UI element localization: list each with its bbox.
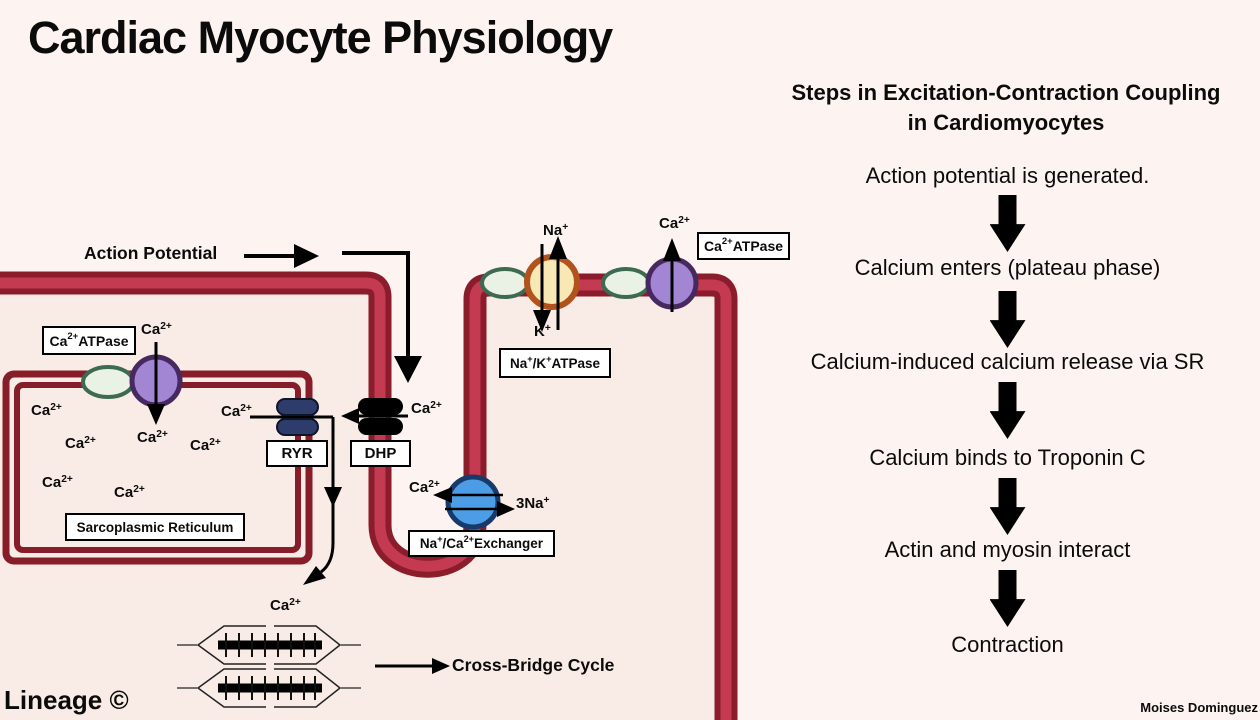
action-potential-label: Action Potential <box>84 243 218 263</box>
na-ion-label: Na+ <box>543 222 569 239</box>
page-title: Cardiac Myocyte Physiology <box>28 12 613 63</box>
down-arrow-icon <box>989 291 1026 348</box>
ca-ion-label: Ca2+ <box>270 597 301 614</box>
ca-ion-label: Ca2+ <box>659 215 690 232</box>
ca-ion-label: Ca2+ <box>31 402 62 419</box>
ryr-channel <box>276 398 319 436</box>
down-arrow-icon <box>989 195 1026 252</box>
ca-ion-label: Ca2+ <box>190 437 221 454</box>
dhp-box: DHP <box>350 440 411 467</box>
na-ca-exchanger <box>445 474 501 530</box>
flow-step-6: Contraction <box>951 632 1064 657</box>
flow-heading: Steps in Excitation-Contraction Coupling… <box>791 80 1221 135</box>
ca-ion-label: Ca2+ <box>221 403 252 420</box>
lineage-brand: Lineage © <box>4 685 129 715</box>
ca-ion-label: Ca2+ <box>409 479 440 496</box>
cross-bridge-cycle-label: Cross-Bridge Cycle <box>452 655 615 675</box>
flow-step-5: Actin and myosin interact <box>884 537 1131 562</box>
dhp-channel <box>358 398 403 435</box>
nak-atpase-box: Na+/K+ ATPase <box>499 348 611 378</box>
ca-ion-label: Ca2+ <box>114 484 145 501</box>
flow-panel: Steps in Excitation-Contraction Coupling… <box>760 0 1255 720</box>
flux-arrows <box>147 236 681 674</box>
nak-atpase-pump <box>480 254 651 310</box>
ca-ion-label: Ca2+ <box>141 321 172 338</box>
ca-ion-label: Ca2+ <box>411 400 442 417</box>
sarcomere-2 <box>177 668 361 708</box>
down-arrow-icon <box>989 382 1026 439</box>
flow-step-2: Calcium enters (plateau phase) <box>854 255 1161 280</box>
sarcomere-1 <box>177 625 361 665</box>
k-ion-label: K+ <box>534 323 551 340</box>
flow-step-4: Calcium binds to Troponin C <box>869 445 1146 470</box>
ryr-box: RYR <box>266 440 328 467</box>
ca-ion-label: Ca2+ <box>65 435 96 452</box>
ca-ion-label: Ca2+ <box>42 474 73 491</box>
sarcomere-filaments <box>177 625 361 708</box>
author-credit: Moises Dominguez <box>1140 700 1258 715</box>
flow-step-3: Calcium-induced calcium release via SR <box>810 349 1205 374</box>
na3-ion-label: 3Na+ <box>516 495 550 512</box>
down-arrow-icon <box>989 478 1026 535</box>
ca-ion-label: Ca2+ <box>137 429 168 446</box>
down-arrow-icon <box>989 570 1026 627</box>
flow-step-1: Action potential is generated. <box>865 163 1150 188</box>
sarcoplasmic-reticulum-box: Sarcoplasmic Reticulum <box>65 513 245 541</box>
t-tubule-lumen <box>380 0 475 567</box>
